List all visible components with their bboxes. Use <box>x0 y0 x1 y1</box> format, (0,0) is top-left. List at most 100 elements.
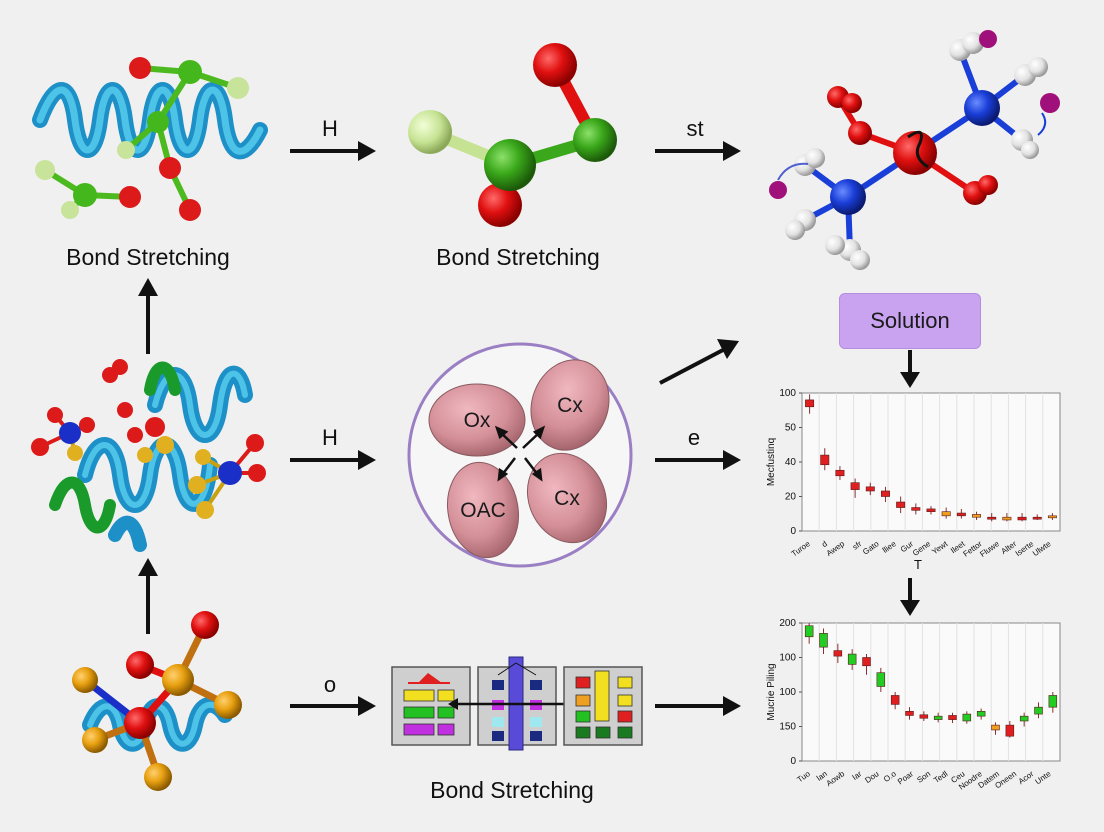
y-tick-label: 0 <box>790 756 796 767</box>
candle-body <box>956 512 966 517</box>
x-tick-label: Yewt <box>930 539 950 557</box>
oval-label-cx-bottom: Cx <box>554 487 580 510</box>
arrow-row2-b <box>655 450 741 470</box>
arrow-diagonal-to-solution <box>659 339 739 385</box>
x-tick-label: Iar <box>851 769 864 782</box>
candle-body <box>1047 515 1057 519</box>
y-tick-label: 100 <box>779 388 796 399</box>
x-tick-label: lliee <box>881 539 898 555</box>
arrow-up-row3 <box>138 558 158 634</box>
candle-body <box>976 711 986 717</box>
candle-body <box>905 711 914 716</box>
candle-body <box>948 715 957 720</box>
y-tick-label: 100 <box>779 653 796 664</box>
arrow-down-from-solution <box>900 350 920 388</box>
y-tick-label: 20 <box>785 492 797 503</box>
oval-ox: Ox <box>428 383 526 457</box>
complex-molecule-top-right <box>769 30 1060 270</box>
caption-top-middle: Bond Stretching <box>436 244 600 270</box>
candle-body <box>1048 695 1058 708</box>
candle-body <box>1005 724 1015 737</box>
x-tick-label: O.o <box>882 769 898 784</box>
oval-oac: OAC <box>447 461 519 559</box>
panel-left <box>391 666 471 746</box>
arrow-row1-b <box>655 141 741 161</box>
x-tick-label: Ulwte <box>1031 539 1053 558</box>
molecule-bottom-left <box>72 611 242 791</box>
y-tick-label: 100 <box>779 687 796 698</box>
protein-complex-middle-left <box>31 359 266 552</box>
x-tick-label: Aowb <box>825 769 847 788</box>
solution-label: Solution <box>870 308 950 333</box>
arrow-label-row2-b: e <box>687 425 701 450</box>
candle-body <box>1032 516 1042 520</box>
candle-body <box>926 508 936 512</box>
y-tick-label: 40 <box>785 457 797 468</box>
arrow-row2-a <box>290 450 376 470</box>
x-tick-label: Acor <box>1017 769 1036 786</box>
y-axis-label: Mecfustinq <box>766 438 777 486</box>
candle-body <box>991 724 1000 731</box>
candle-body <box>919 714 929 719</box>
candle-body <box>850 482 860 490</box>
candle-body <box>896 501 906 508</box>
candle-body <box>1017 516 1027 521</box>
y-tick-label: 150 <box>779 722 796 733</box>
panel-middle <box>477 656 557 751</box>
oval-label-cx-top: Cx <box>557 394 583 417</box>
candle-body <box>865 486 875 492</box>
candle-body <box>933 715 943 720</box>
candle-body <box>805 399 815 408</box>
candle-body <box>972 514 982 518</box>
plot-area <box>801 622 1061 762</box>
x-tick-label: Awep <box>825 539 847 558</box>
warning-triangle-icon <box>418 673 442 683</box>
arrow-row1-a <box>290 141 376 161</box>
x-tick-label: Gene <box>911 539 933 558</box>
oval-cx-bottom: Cx <box>526 452 608 544</box>
candle-body <box>835 469 845 477</box>
candle-body <box>987 516 997 520</box>
arrow-row3-b <box>655 696 741 716</box>
x-tick-label: d <box>820 539 829 549</box>
y-axis-label: Mucrie Piling <box>766 663 777 720</box>
oval-cx-top: Cx <box>530 359 610 451</box>
arrow-row3-a <box>290 696 376 716</box>
panel-right <box>563 666 643 746</box>
y-tick-label: 50 <box>785 423 797 434</box>
arrow-label-row3-a: o <box>323 672 337 697</box>
candle-body <box>880 490 890 497</box>
caption-bottom-middle: Bond Stretching <box>430 777 594 803</box>
arrow-down-between-charts <box>900 578 920 616</box>
x-tick-label: Poar <box>896 769 915 786</box>
x-tick-label: Fluwe <box>978 539 1001 559</box>
candle-body <box>1019 715 1029 722</box>
candle-body <box>862 657 871 667</box>
colored-panels-group <box>391 656 643 751</box>
y-tick-label: 0 <box>790 526 796 537</box>
candle-body <box>820 454 830 466</box>
candle-body <box>847 653 857 665</box>
candle-body <box>911 507 921 511</box>
candle-body <box>876 672 886 687</box>
arrow-label-row2-a: H <box>322 425 338 450</box>
x-tick-label: Gato <box>861 539 881 557</box>
candle-body <box>962 713 972 722</box>
arrow-up-row2 <box>138 278 158 354</box>
small-molecule-top-middle <box>408 43 617 227</box>
arrow-label-row1-a: H <box>322 116 338 141</box>
x-tick-label: Tuo <box>796 769 813 784</box>
arrow-badge-icon <box>594 670 610 722</box>
arrow-label-between-charts: T <box>914 557 922 572</box>
circle-oval-cluster: Ox Cx OAC Cx <box>407 342 633 568</box>
x-tick-label: Tedl <box>932 769 949 785</box>
candle-body <box>804 625 814 638</box>
x-tick-label: Dou <box>863 769 880 785</box>
candle-body <box>1034 706 1043 715</box>
candle-body <box>833 650 843 657</box>
x-tick-label: Unte <box>1034 769 1053 786</box>
candle-body <box>890 695 900 705</box>
x-tick-label: Turoe <box>790 539 812 559</box>
